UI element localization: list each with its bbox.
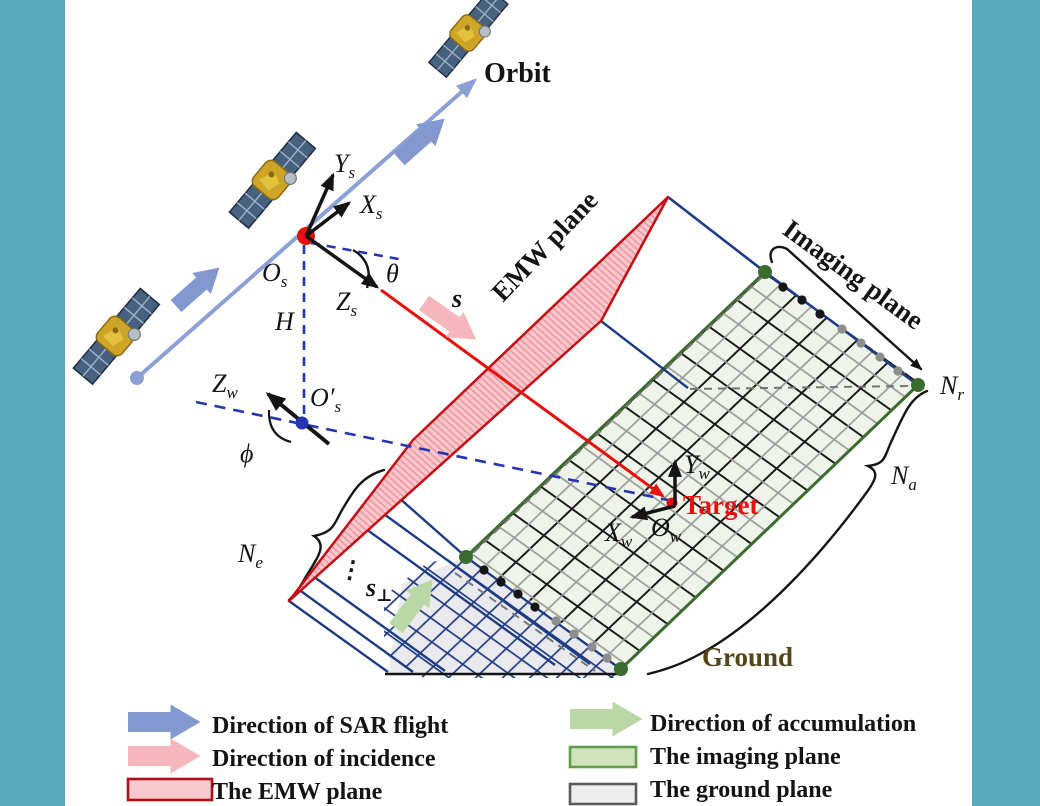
legend-label: Direction of accumulation [650,711,916,737]
na-brace [646,389,929,676]
sar-flight-arrow-swatch [128,704,201,740]
xs-label: Xs [359,190,383,223]
emw-plane [287,195,670,603]
sar-flight-arrow-2 [389,107,455,171]
sensor-frame [297,172,405,416]
theta-arc [352,248,370,289]
ground-label: Ground [702,642,793,672]
ground-plane-swatch [568,782,638,806]
imaging-plane-pointer [769,245,923,371]
legend-label: Direction of SAR flight [212,713,448,739]
emw-plane-swatch [126,777,214,802]
legend: Direction of SAR flight Direction of inc… [126,701,916,806]
na-label: Na [890,461,917,494]
target-frame [629,459,682,521]
right-sidebar-band [972,0,1040,806]
corner-dots-green [459,265,925,676]
xs-axis [304,201,352,238]
legend-item-ground-plane: The ground plane [568,777,833,806]
ys-label: Ys [334,149,355,182]
imaging-ground-boundary [465,556,623,671]
nr-label: Nr [939,371,964,404]
legend-item-imaging-plane: The imaging plane [568,744,841,770]
dashed-reference-lines [454,275,913,672]
imaging-plane-swatch [568,745,638,769]
satellite-icon [225,129,321,233]
s-vector-label: s [451,284,462,313]
incidence-arrow-swatch [128,738,201,774]
legend-label: The ground plane [650,777,833,803]
ys-axis [304,172,335,237]
os-label: Os [262,258,288,291]
imaging-plane-right-edge [619,383,920,671]
sample-dots-black [479,282,825,612]
nadir-frame [265,392,331,446]
emw-to-grid-link-line [600,320,689,389]
left-sidebar-band [0,0,65,806]
imaging-plane [465,270,920,671]
legend-label: Direction of incidence [212,746,436,772]
zs-axis [304,234,380,289]
h-label: H [274,307,295,336]
os-prime-label: O′s [310,383,341,416]
legend-item-incidence: Direction of incidence [128,738,436,774]
orbit-label: Orbit [484,58,552,89]
imaging-plane-left-edge [465,270,767,558]
phi-label: ϕ [240,439,253,468]
incidence-line [380,288,665,498]
zs-label: Zs [336,287,357,320]
accumulation-arrow-swatch [570,701,643,737]
ow-label: Ow [651,513,682,546]
sample-dots-gray [551,324,903,663]
xw-axis [629,504,676,521]
target-label: Target [683,490,759,520]
theta-label: θ [386,259,399,288]
ground-range-dashed-line [195,400,669,502]
legend-label: The imaging plane [650,744,841,770]
phi-arc [267,409,292,444]
legend-label: The EMW plane [212,779,383,805]
yw-label: Yw [684,450,710,483]
satellite-icon [69,285,165,389]
zw-label: Zw [212,369,238,402]
ne-label: Ne [237,539,263,572]
os-prime-dot [295,416,309,430]
legend-item-sar-flight: Direction of SAR flight [128,704,448,740]
s-perp-label: s⊥ [365,573,392,605]
xw-label: Xw [604,518,633,551]
vdots-label: ⋮ [337,555,366,585]
legend-item-accumulation: Direction of accumulation [570,701,916,737]
legend-item-emw-plane: The EMW plane [126,777,383,805]
